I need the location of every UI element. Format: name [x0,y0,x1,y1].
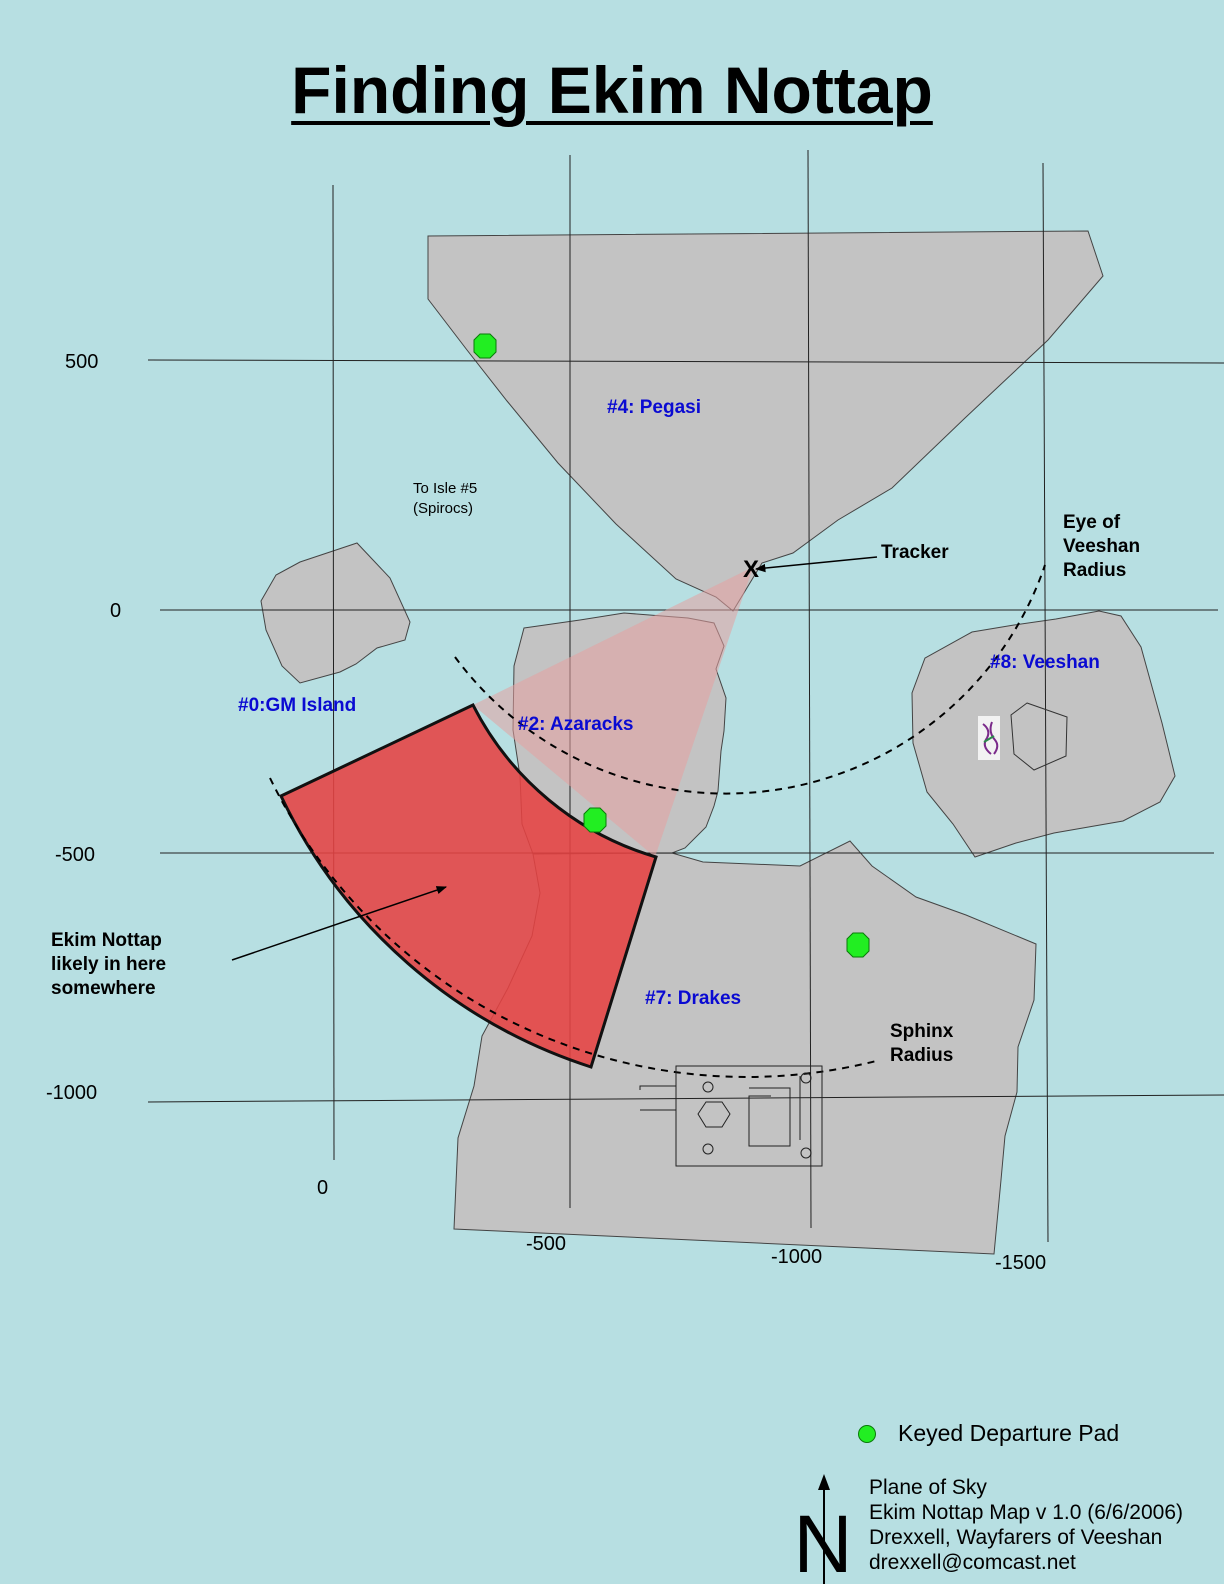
page-title: Finding Ekim Nottap [0,52,1224,128]
island-veeshan [911,610,1176,858]
island-gm [260,542,411,684]
grid-line-y-500 [147,359,1224,364]
tracker-label: Tracker [881,542,949,563]
sphinx-radius-line2: Radius [890,1045,953,1066]
north-label: N [793,1499,852,1584]
x-tick-minus1000: -1000 [771,1246,822,1268]
credits: Plane of Sky Ekim Nottap Map v 1.0 (6/6/… [869,1475,1183,1575]
departure-pads [473,333,870,958]
departure-pad-icon [583,807,607,833]
tracker-wedge [473,567,753,857]
credits-email: drexxell@comcast.net [869,1551,1076,1574]
sphinx-radius-line1: Sphinx [890,1021,954,1042]
tracker-x: X [743,556,759,583]
sphinx-radius-arc [454,564,1046,795]
label-azaracks: #2: Azaracks [518,714,633,735]
label-gm-island: #0:GM Island [238,695,356,716]
veeshan-statue-icon [978,716,1000,760]
ekim-line2: likely in here [51,954,166,975]
grid-line-x-0 [332,184,335,1161]
north-arrow-icon [818,1474,830,1584]
eye-radius-line3: Radius [1063,560,1126,581]
legend-row-departure-pad: Keyed Departure Pad [858,1420,1119,1447]
credits-author: Drexxell, Wayfarers of Veeshan [869,1526,1163,1549]
departure-pad-icon [858,1424,876,1443]
x-tick-minus1500: -1500 [995,1252,1046,1274]
to-isle-5-line2: (Spirocs) [413,500,473,517]
y-tick-minus500: -500 [55,844,95,866]
tracker-arrow [754,556,878,573]
y-tick-minus1000: -1000 [46,1082,97,1104]
departure-pad-icon [846,932,870,958]
ekim-line3: somewhere [51,978,156,999]
search-zone [278,703,658,1069]
annotations: To Isle #5 (Spirocs) X Tracker Eye of Ve… [51,480,1140,1066]
y-tick-0: 0 [110,600,121,622]
island-labels: #4: Pegasi #0:GM Island #2: Azaracks #8:… [238,397,1100,1009]
island-pegasi [427,230,1104,612]
credits-map-name: Plane of Sky [869,1476,987,1499]
label-veeshan: #8: Veeshan [990,652,1100,673]
to-isle-5-line1: To Isle #5 [413,480,477,497]
label-drakes: #7: Drakes [645,988,741,1009]
veeshan-hexagon [1010,702,1068,771]
page-title-text: Finding Ekim Nottap [291,53,933,127]
eye-radius-line2: Veeshan [1063,536,1140,557]
eye-radius-line1: Eye of [1063,512,1121,533]
legend-departure-pad-label: Keyed Departure Pad [898,1420,1120,1446]
y-tick-500: 500 [65,351,98,373]
grid-line-x-minus1000 [807,149,812,1229]
ekim-arrow [231,886,447,961]
x-tick-0: 0 [317,1177,328,1199]
sphinx-radius-arc-lower [269,777,881,1078]
x-tick-minus500: -500 [526,1233,566,1255]
ekim-line1: Ekim Nottap [51,930,162,951]
label-pegasi: #4: Pegasi [607,397,701,418]
grid-line-x-minus1500 [1042,162,1049,1243]
axis-labels: 500 0 -500 -1000 0 -500 -1000 -1500 [46,351,1046,1274]
departure-pad-icon [473,333,497,359]
credits-version: Ekim Nottap Map v 1.0 (6/6/2006) [869,1501,1183,1524]
grid-line-y-minus1000 [147,1094,1224,1103]
drakes-building [639,1065,823,1167]
legend: Keyed Departure Pad [858,1420,1119,1447]
